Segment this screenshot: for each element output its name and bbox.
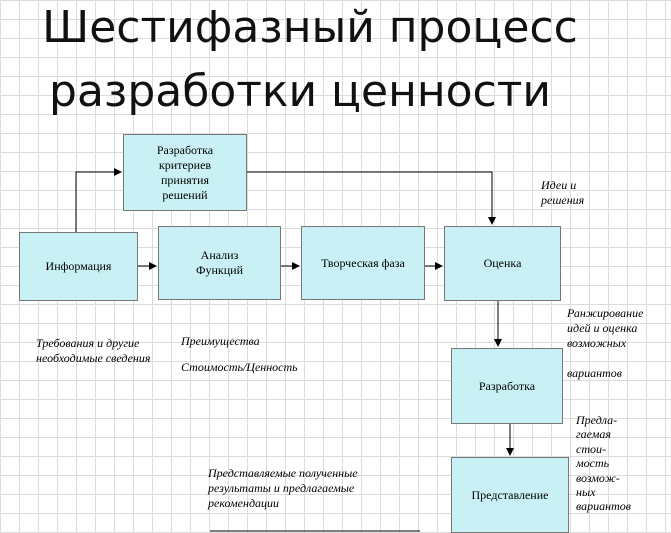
box-development: Разработка xyxy=(451,348,563,424)
note-advantages: Преимущества xyxy=(181,334,260,348)
note-cost-value: Стоимость/Ценность xyxy=(181,360,298,374)
title-line-1: Шестифазный процесс xyxy=(42,2,578,53)
box-function-analysis: Анализ Функций xyxy=(158,226,281,300)
note-proposed-cost: Предла- гаемая стои- мость возмож- ных в… xyxy=(576,413,631,514)
note-ranking: Ранжирование идей и оценка возможных вар… xyxy=(567,306,644,380)
box-presentation: Представление xyxy=(451,457,569,533)
box-decision-criteria: Разработка критериев принятия решений xyxy=(123,134,247,211)
box-evaluation: Оценка xyxy=(444,226,561,301)
note-ideas-solutions: Идеи и решения xyxy=(541,178,585,207)
title-line-2: разработки ценности xyxy=(49,66,551,117)
box-creative-phase: Творческая фаза xyxy=(301,226,425,300)
note-requirements: Требования и другие необходимые сведения xyxy=(36,336,151,365)
arrow-info-to-criteria xyxy=(75,168,122,232)
arrow-criteria-to-evaluation xyxy=(247,171,496,225)
note-results: Представляемые полученные результаты и п… xyxy=(208,466,358,510)
box-information: Информация xyxy=(19,232,138,301)
